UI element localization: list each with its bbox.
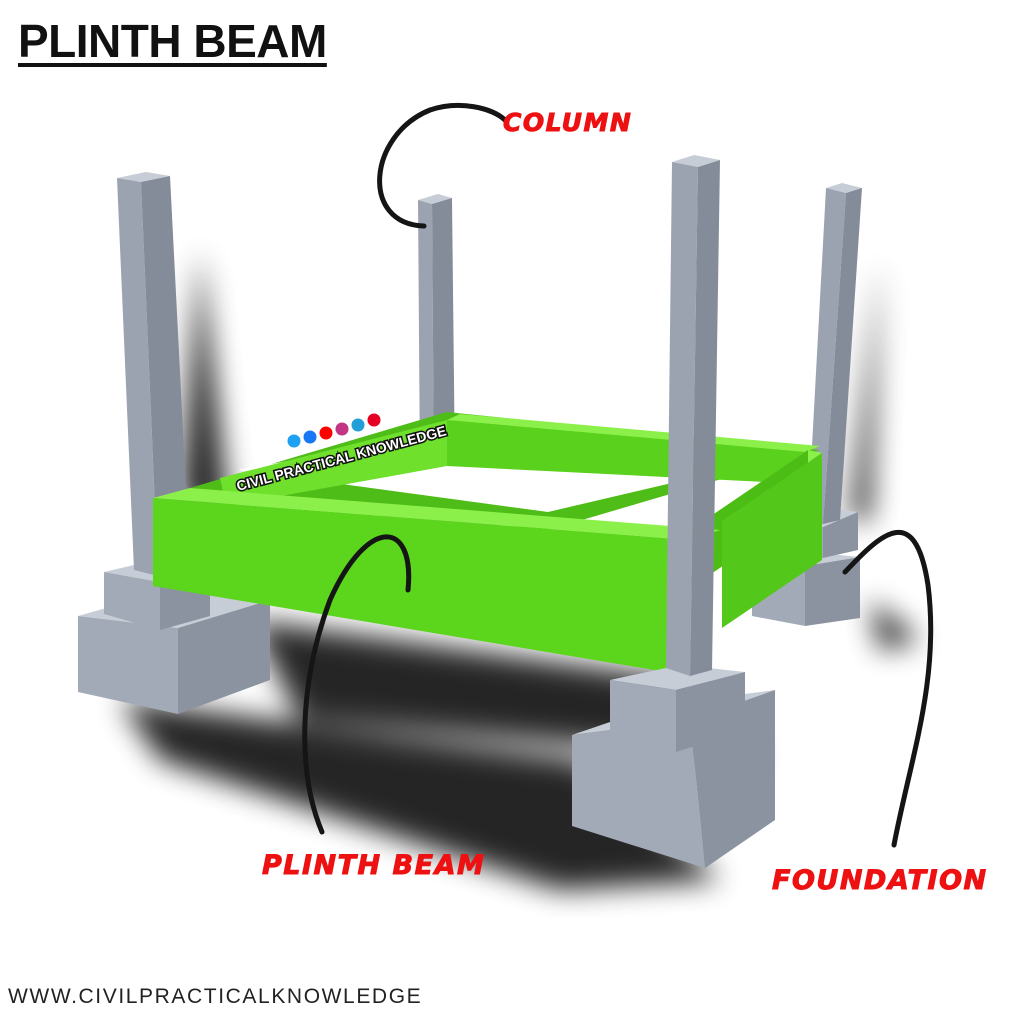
telegram-icon: [351, 418, 365, 432]
foundation-front-right: [572, 665, 775, 868]
instagram-icon: [335, 422, 349, 436]
plinth-beam-label: PLINTH BEAM: [261, 850, 486, 882]
youtube-icon: [319, 426, 333, 440]
column-back-left: [418, 194, 455, 478]
plinth-beam-leader-line: [302, 534, 412, 835]
plinth-beam-front: [153, 488, 720, 676]
foundation-leader-line: [842, 530, 934, 848]
pinterest-icon: [367, 413, 381, 427]
twitter-icon: [287, 434, 301, 448]
foundation-label: FOUNDATION: [772, 865, 988, 897]
social-icons: [287, 413, 381, 448]
footer-url: WWW.CIVILPRACTICALKNOWLEDGE: [8, 985, 423, 1008]
page-title: PLINTH BEAM: [18, 15, 327, 67]
facebook-icon: [303, 430, 317, 444]
column-back-right: [808, 183, 862, 524]
column-front-left: [117, 172, 190, 576]
plinth-beam-right-side: [708, 450, 822, 628]
column-label: COLUMN: [502, 108, 633, 138]
column-leader-line: [377, 102, 508, 229]
column-front-right: [666, 155, 720, 676]
